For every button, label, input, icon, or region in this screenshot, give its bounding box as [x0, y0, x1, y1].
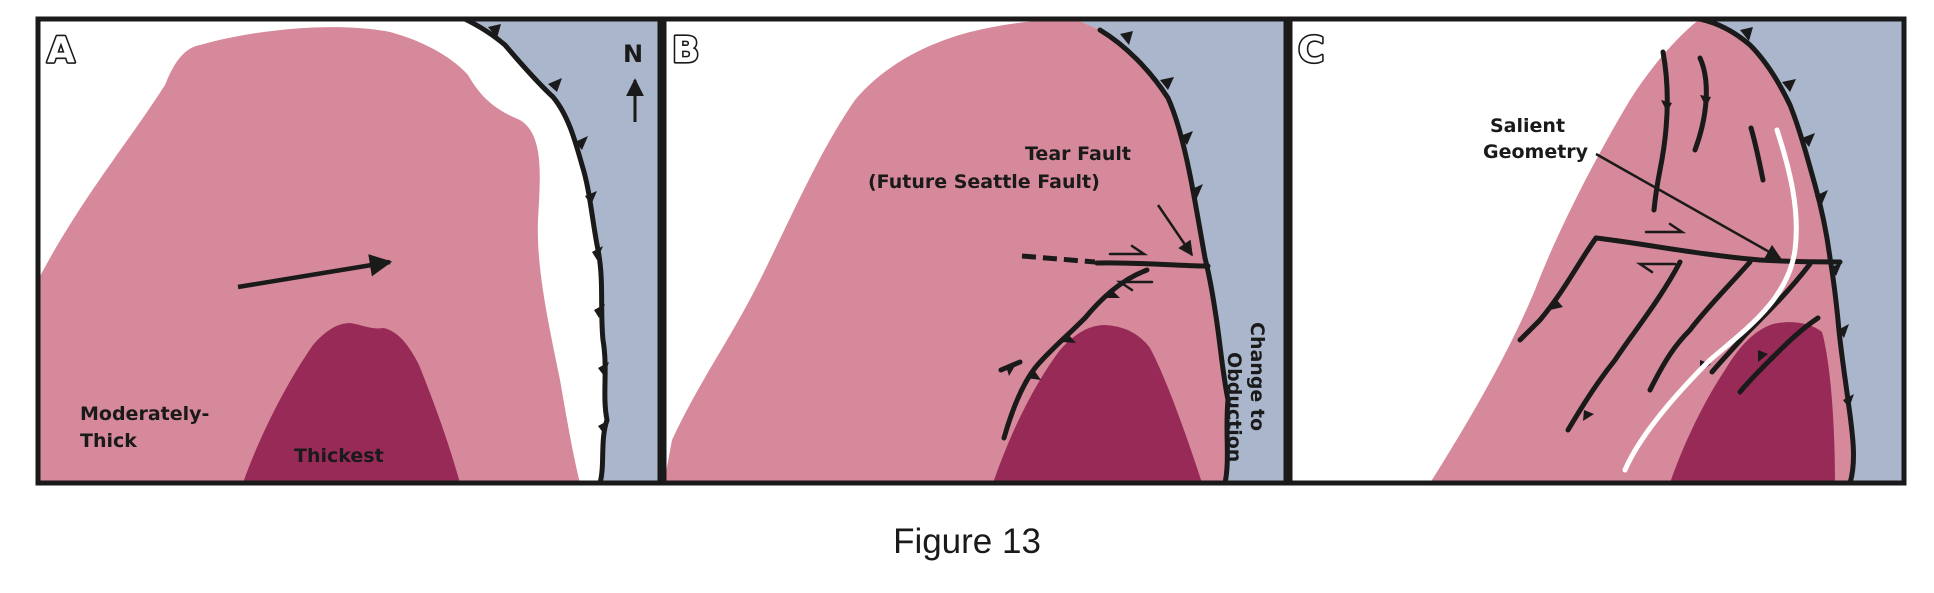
- panel-c-lower-fault-4: [1737, 315, 1821, 395]
- panel-c-tear-fault: [1593, 235, 1843, 265]
- panel-c-left-thrust-tooth: [1550, 298, 1563, 310]
- panel-c-left-thrust: [1517, 235, 1599, 343]
- panel-a-moderately-thick-crust: [38, 27, 580, 483]
- panel-c-ocean: [1700, 19, 1904, 483]
- panel-b-small-thrust-tooth: [1006, 364, 1016, 376]
- panel-a-thrust-teeth: [488, 24, 609, 434]
- panel-b-thrust-teeth: [1120, 31, 1203, 198]
- panel-c-salient-label-line1: Salient: [1490, 115, 1565, 137]
- panel-c-lower-fault-1-tooth: [1583, 410, 1594, 421]
- panel-c-thrust-teeth: [1740, 27, 1854, 408]
- panel-b-letter: B: [672, 30, 699, 71]
- panel-c-thickest-crust: [1670, 322, 1835, 483]
- panel-b-thickest-crust: [993, 325, 1202, 483]
- panel-a-thickest-label: Thickest: [294, 445, 384, 467]
- panel-c-lower-fault-4-tooth: [1758, 350, 1768, 362]
- panel-c: Salient Geometry C: [1287, 16, 1907, 486]
- panel-b: Tear Fault (Future Seattle Fault) Change…: [661, 16, 1289, 486]
- panel-c-fault-upper-2-tooth: [1700, 95, 1711, 107]
- panel-b-tear-fault-pointer: [1156, 204, 1194, 257]
- panel-a-letter: A: [47, 30, 75, 71]
- panel-c-lower-fault-1: [1565, 259, 1683, 433]
- panel-c-frame: [1287, 16, 1907, 486]
- panel-a-moderately-thick-label-line2: Thick: [80, 430, 137, 452]
- panel-a-north-label: N: [623, 40, 643, 68]
- panel-c-salient-trace: [1622, 127, 1799, 473]
- panel-c-lower-fault-3: [1709, 261, 1813, 375]
- panel-c-strike-slip-arrow-upper: [1644, 222, 1687, 234]
- panel-a-moderately-thick-label-line1: Moderately-: [80, 403, 209, 425]
- panel-c-strike-slip-arrow-lower: [1635, 262, 1677, 274]
- panel-b-tear-fault-label-line2: (Future Seattle Fault): [868, 171, 1100, 193]
- panel-b-tear-fault-dashed-extension: [1021, 253, 1096, 265]
- panel-a-motion-arrow: [237, 254, 393, 290]
- panel-a-frame: [35, 16, 663, 486]
- panel-c-letter: C: [1298, 30, 1324, 71]
- panel-b-strike-slip-arrow-upper: [1108, 244, 1149, 256]
- panel-a-margin-fault: [462, 19, 610, 483]
- panel-c-fault-upper-1: [1651, 49, 1670, 213]
- panel-b-change-label-line2: Obduction: [1223, 352, 1245, 462]
- panel-b-frame: [661, 16, 1289, 486]
- panel-b-tear-fault-label-line1: Tear Fault: [1025, 143, 1131, 165]
- panel-a: N A Moderately- Thick Thickest: [35, 16, 663, 486]
- figure-caption: Figure 13: [893, 522, 1041, 561]
- panel-a-ocean: [465, 19, 660, 483]
- panel-a-thickest-crust: [243, 323, 460, 483]
- panel-b-change-label-line1: Change to: [1246, 322, 1268, 431]
- panel-c-fault-upper-1-tooth: [1661, 100, 1672, 112]
- panel-c-salient-label-line2: Geometry: [1483, 141, 1589, 163]
- panel-c-fault-upper-3: [1748, 125, 1766, 183]
- panel-b-tear-fault: [1094, 260, 1211, 269]
- panel-b-ocean: [1075, 19, 1286, 483]
- panel-c-salient-pointer: [1595, 152, 1782, 260]
- panel-b-branch-thrust-teeth: [1026, 290, 1120, 380]
- panel-b-margin-fault: [1097, 27, 1231, 483]
- panel-c-lower-fault-2: [1647, 259, 1753, 393]
